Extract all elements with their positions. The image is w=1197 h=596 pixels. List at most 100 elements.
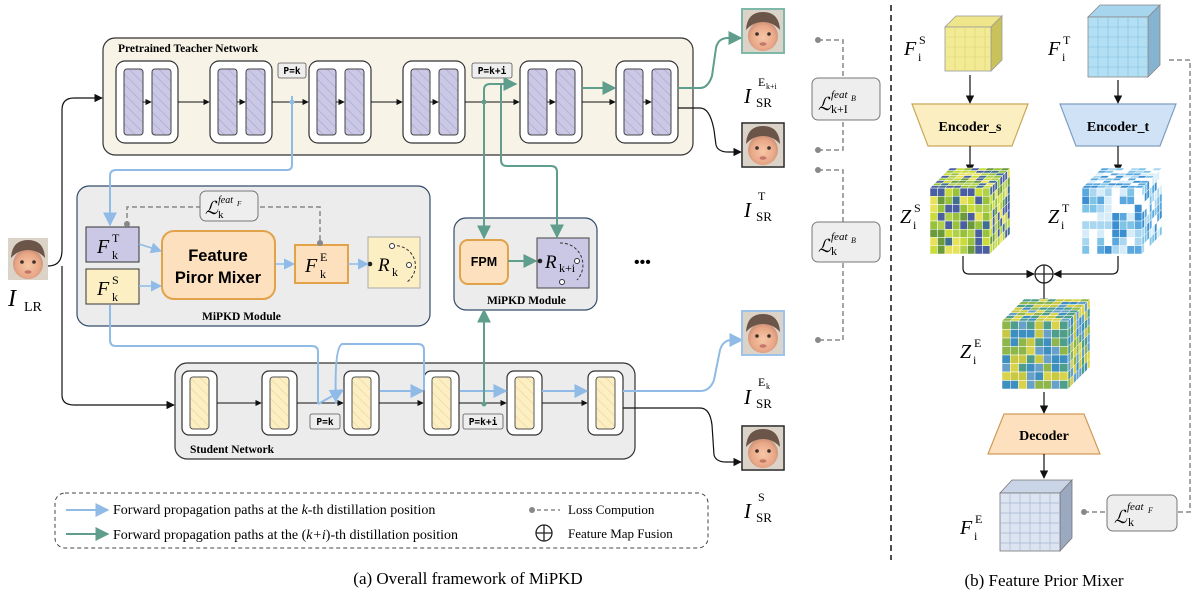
loss-dot — [815, 167, 821, 173]
svg-text:R: R — [377, 255, 390, 276]
sr-output-images — [741, 8, 785, 471]
svg-text:R: R — [544, 252, 557, 273]
svg-text:i: i — [1061, 218, 1065, 232]
svg-text:T: T — [1062, 201, 1070, 215]
mipkd-module-title: MiPKD Module — [202, 311, 281, 323]
loss-dot — [815, 147, 821, 153]
legend-blue-text: Forward propagation paths at the k-th di… — [113, 503, 435, 518]
svg-text:E: E — [758, 75, 765, 89]
encoder-s-shape — [911, 103, 1029, 147]
green-forward-path — [477, 31, 743, 402]
svg-text:S: S — [914, 201, 921, 215]
svg-text:feat: feat — [218, 195, 233, 206]
sr-labels: I SR E k+i I SR T I SR E k I SR S — [743, 75, 778, 525]
svg-text:E: E — [320, 250, 327, 264]
svg-text:E: E — [975, 512, 982, 526]
svg-text:B: B — [851, 94, 856, 103]
teacher-feature-cube — [1087, 4, 1161, 78]
svg-text:k+i: k+i — [559, 261, 576, 275]
reconstruction-ki-arc — [559, 242, 584, 281]
sr-image-teacher — [743, 124, 783, 166]
student-conv-block — [269, 376, 290, 430]
svg-text:ℒ: ℒ — [1114, 507, 1128, 527]
student-network-title: Student Network — [190, 444, 275, 456]
svg-text:I: I — [743, 385, 752, 409]
svg-text:k: k — [766, 382, 770, 391]
svg-text:ℒ: ℒ — [818, 236, 832, 256]
input-branch-line — [47, 93, 103, 267]
position-tag-k-text: P=k — [283, 66, 300, 77]
sr-image-teacher-ki — [743, 10, 783, 52]
svg-text:S: S — [112, 273, 119, 287]
svg-text:I: I — [743, 499, 752, 523]
svg-text:F: F — [1147, 506, 1153, 515]
student-conv-block — [595, 376, 616, 430]
mixed-latent-label: Z i E — [960, 336, 981, 367]
svg-text:i: i — [918, 50, 922, 64]
teacher-conv-block — [623, 68, 644, 136]
svg-text:SR: SR — [756, 510, 772, 525]
sr-label-student: I SR S — [743, 490, 772, 525]
svg-text:T: T — [1063, 33, 1071, 47]
mixer-label-line1: Feature — [188, 247, 248, 265]
student-conv-block — [514, 376, 535, 430]
svg-text:k: k — [392, 265, 398, 279]
svg-text:I: I — [7, 286, 17, 312]
svg-text:feat: feat — [1127, 501, 1144, 513]
mipkd-module-title: MiPKD Module — [487, 295, 566, 307]
svg-text:F: F — [96, 236, 110, 258]
legend-loss-text: Loss Compution — [568, 502, 655, 517]
teacher-conv-block — [151, 68, 172, 136]
teacher-conv-block — [217, 68, 238, 136]
position-tag-ki — [471, 62, 513, 79]
junction-dot — [289, 99, 295, 105]
svg-text:S: S — [919, 33, 926, 47]
encoder-t-label: Encoder_t — [1087, 120, 1150, 135]
student-feature-cube-label: F i S — [903, 33, 926, 64]
sr-label-teacher: I SR T — [743, 189, 772, 224]
svg-text:SR: SR — [756, 396, 772, 411]
mixed-feature-cube-label: F i E — [959, 512, 982, 543]
arc-node — [574, 258, 580, 264]
output-loss-path-b2 — [818, 169, 844, 341]
legend-fusion-text: Feature Map Fusion — [568, 526, 673, 541]
svg-text:I: I — [743, 198, 752, 222]
loss-feat-b-box-2 — [811, 221, 881, 263]
input-lr-image — [8, 238, 48, 280]
arc-node — [559, 279, 565, 285]
svg-text:ℒ: ℒ — [818, 94, 832, 114]
decoder-label: Decoder — [1019, 429, 1069, 444]
loss-feat-f-box-b — [1106, 494, 1178, 532]
overall-framework: Pretrained Teacher Network Student Netwo… — [7, 8, 881, 588]
loss-dot — [317, 240, 323, 246]
arc-node — [389, 243, 395, 249]
svg-text:k: k — [831, 244, 837, 258]
encoder-s-label: Encoder_s — [939, 120, 1003, 135]
teacher-network-title: Pretrained Teacher Network — [118, 43, 259, 55]
svg-text:E: E — [974, 336, 981, 350]
fusion-icon-cross — [536, 525, 552, 541]
student-feature-label: F S k — [96, 273, 119, 304]
svg-text:F: F — [304, 255, 318, 277]
fusion-icon-cross — [1035, 265, 1053, 283]
svg-text:Z: Z — [1048, 206, 1060, 228]
input-lr-label: I LR — [7, 286, 43, 315]
teacher-conv-block — [555, 68, 576, 136]
svg-text:i: i — [974, 529, 978, 543]
svg-text:k: k — [1128, 515, 1134, 529]
reconstruction-label: R k — [377, 255, 398, 279]
svg-text:F: F — [96, 278, 110, 300]
teacher-feature-label: F T k — [96, 231, 120, 262]
svg-text:F: F — [1047, 38, 1061, 60]
zt-to-fusion-line — [1053, 256, 1119, 279]
sr-label-student-k: I SR E k — [743, 375, 772, 411]
reconstruction-arc — [391, 245, 416, 283]
caption-b: (b) Feature Prior Mixer — [964, 571, 1123, 590]
svg-text:feat: feat — [831, 231, 848, 243]
svg-text:B: B — [851, 236, 856, 245]
student-output-line — [623, 407, 742, 467]
loss-feat-f-label: ℒ feat F k — [205, 195, 242, 221]
decoder-shape — [987, 413, 1101, 455]
input-branch-line — [61, 266, 175, 410]
student-layers — [181, 370, 624, 436]
